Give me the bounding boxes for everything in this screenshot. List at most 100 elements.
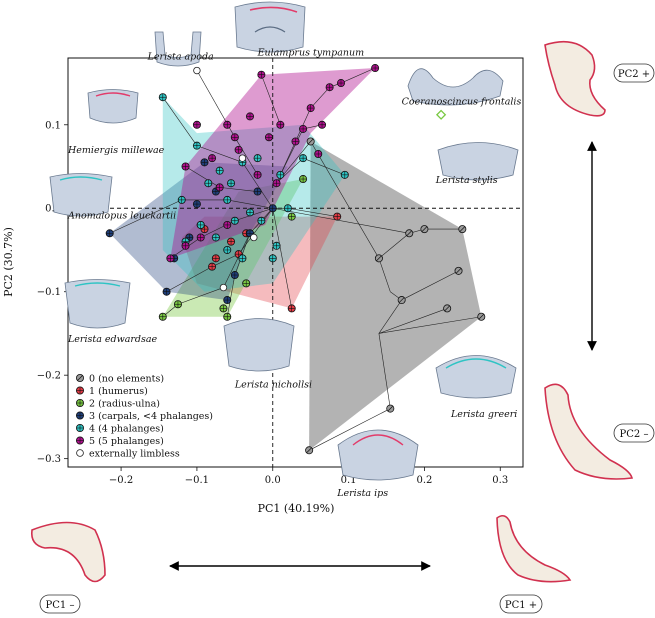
x-tick-label: −0.2 [109, 475, 133, 486]
point-group-0-9 [454, 266, 463, 275]
point-coeranoscincus-frontalis [435, 109, 447, 120]
point-group-5-1 [371, 64, 380, 73]
side-label-pc2-minus: PC2 – [613, 423, 655, 443]
point-group-4-2 [204, 179, 213, 188]
outline-pc1-minus-icon [30, 521, 106, 583]
species-label: Lerista stylis [435, 175, 498, 186]
point-group-3-10 [253, 187, 262, 196]
point-group-0-5 [420, 225, 429, 234]
point-group-4-9 [177, 195, 186, 204]
point-group-5-21 [272, 179, 281, 188]
tree-edge [223, 233, 251, 288]
legend: 0 (no elements)1 (humerus)2 (radius-ulna… [76, 374, 213, 460]
tree-edge [166, 266, 213, 292]
point-group-4-4 [227, 179, 236, 188]
point-group-0-1 [477, 312, 486, 321]
bone-ips-icon [337, 429, 419, 481]
point-group-2-0 [158, 312, 167, 321]
legend-swatch [76, 423, 85, 432]
bone-eulamprus-icon [234, 1, 306, 53]
tree-edge [109, 199, 182, 234]
y-tick-label: −0.1 [37, 287, 61, 298]
point-group-4-1 [192, 141, 201, 150]
side-label-pc2-minus-text: PC2 – [620, 429, 649, 440]
tree-edge [162, 97, 198, 146]
species-label: Lerista nichollsi [234, 380, 312, 391]
point-group-2-5 [287, 212, 296, 221]
point-group-0-2 [458, 225, 467, 234]
point-group-5-8 [245, 112, 254, 121]
species-label: Anomalopus leuckartii [67, 210, 176, 221]
point-group-5-14 [264, 133, 273, 142]
zero-lines [68, 58, 523, 467]
tree-edge [234, 207, 273, 222]
side-label-pc2-plus-text: PC2 + [618, 69, 650, 80]
x-tick-label: 0.3 [492, 475, 508, 486]
point-group-4-7 [276, 170, 285, 179]
point-group-5-6 [299, 124, 308, 133]
bone-anomalopus-icon [49, 173, 113, 217]
species-label: Lerista apoda [147, 52, 214, 63]
point-group-5-22 [253, 170, 262, 179]
bone-hemiergis-icon [87, 89, 139, 124]
point-group-5-24 [230, 133, 239, 142]
legend-label: 0 (no elements) [89, 374, 164, 385]
point-group-4-8 [299, 154, 308, 163]
point-group-1-6 [227, 237, 236, 246]
point-group-5-11 [181, 162, 190, 171]
tree-edge [242, 162, 274, 209]
point-group-5-20 [223, 220, 232, 229]
point-group-5-12 [208, 154, 217, 163]
point-group-2-3 [219, 304, 228, 313]
side-label-pc1-plus-text: PC1 + [505, 600, 537, 611]
legend-label: externally limbless [89, 449, 180, 460]
point-group-0-0 [305, 446, 314, 455]
point-group-4-16 [268, 254, 277, 263]
point-group-4-14 [257, 216, 266, 225]
legend-swatch [76, 386, 85, 395]
point-group-5-15 [291, 137, 300, 146]
legend-label: 5 (5 phalanges) [89, 436, 164, 447]
tree-edge [295, 107, 311, 142]
tree-edge [185, 166, 220, 188]
legend-swatch [76, 398, 85, 407]
legend-swatch [76, 373, 85, 382]
points-layer [105, 64, 486, 455]
x-tick-label: 0.0 [265, 475, 281, 486]
shape-outlines [30, 40, 633, 583]
point-group-1-2 [208, 262, 217, 271]
point-group-4-18 [230, 216, 239, 225]
x-tick-label: 0.1 [341, 475, 357, 486]
species-label: Lerista greeri [450, 409, 517, 420]
y-tick-label: 0.1 [45, 120, 61, 131]
tree-edge [378, 316, 482, 334]
legend-swatch [76, 449, 84, 457]
legend-label: 3 (carpals, <4 phalanges) [89, 411, 213, 422]
species-label: Hemiergis millewae [67, 145, 165, 156]
point-group-5-3 [306, 104, 315, 113]
species-label: Eulamprus tympanum [257, 47, 365, 58]
plot-frame [67, 57, 524, 468]
point-group-1-3 [211, 254, 220, 263]
point-group-3-11 [230, 271, 239, 280]
point-group-4-11 [211, 233, 220, 242]
point-group-5-9 [223, 120, 232, 129]
bone-nichollsi-icon [223, 318, 295, 372]
point-group-0-8 [443, 304, 452, 313]
point-group-5-0 [257, 70, 266, 79]
legend-swatch [76, 411, 85, 420]
point-group-4-10 [196, 220, 205, 229]
tree-edge [177, 287, 224, 305]
tree-edge [280, 128, 304, 175]
tree-edge [378, 258, 391, 292]
hull-group-4 [162, 97, 345, 292]
point-group-5-13 [234, 145, 243, 154]
legend-label: 1 (humerus) [89, 386, 148, 397]
tree-edge [378, 233, 410, 259]
point-group-1-0 [333, 212, 342, 221]
point-group-5-16 [314, 149, 323, 158]
tree-edge [310, 87, 330, 109]
point-group-3-4 [200, 158, 209, 167]
bone-edwardsae-icon [64, 279, 131, 329]
tree-edge [378, 308, 448, 334]
